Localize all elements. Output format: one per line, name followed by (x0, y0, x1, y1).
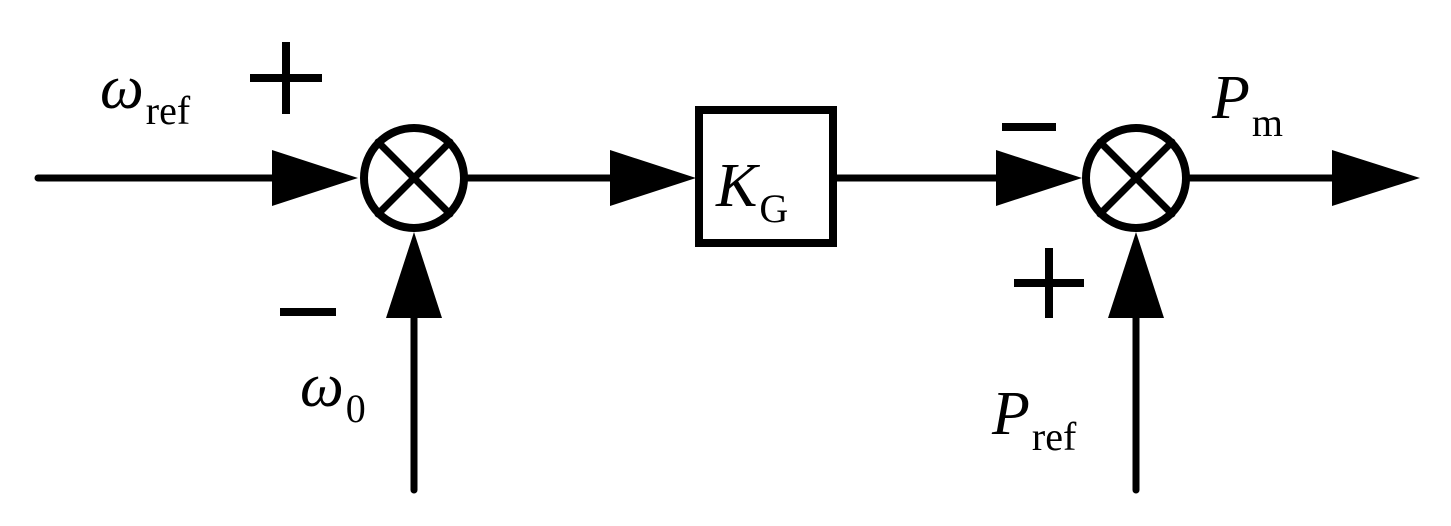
omega-ref-symbol: ω (100, 54, 144, 122)
junction1-plus-sign (250, 42, 322, 114)
p-ref-symbol: P (991, 380, 1030, 448)
p-ref-arrowhead (1108, 232, 1164, 318)
output-arrowhead (1332, 150, 1420, 206)
gain-subscript: G (759, 186, 788, 231)
summing-junction-2 (1082, 124, 1190, 232)
gain-input-arrowhead (610, 150, 696, 206)
output-subscript: m (1252, 100, 1283, 145)
gain-label: KG (715, 152, 788, 231)
output-symbol: P (1211, 64, 1250, 132)
omega-ref-arrowhead (272, 150, 358, 206)
omega-0-subscript: 0 (346, 386, 366, 431)
omega-0-label: ω0 (300, 352, 366, 431)
p-ref-subscript: ref (1032, 414, 1077, 459)
omega-0-arrowhead (386, 232, 442, 318)
gain-symbol: K (715, 152, 761, 220)
junction2-input-arrowhead (996, 150, 1082, 206)
omega-0-symbol: ω (300, 352, 344, 420)
summing-junction-1 (360, 124, 468, 232)
omega-ref-subscript: ref (146, 88, 191, 133)
omega-ref-label: ωref (100, 54, 191, 133)
gain-block: KG (695, 106, 837, 247)
p-ref-label: Pref (991, 380, 1077, 459)
output-label: Pm (1211, 64, 1283, 145)
junction2-plus-sign (1014, 248, 1084, 318)
